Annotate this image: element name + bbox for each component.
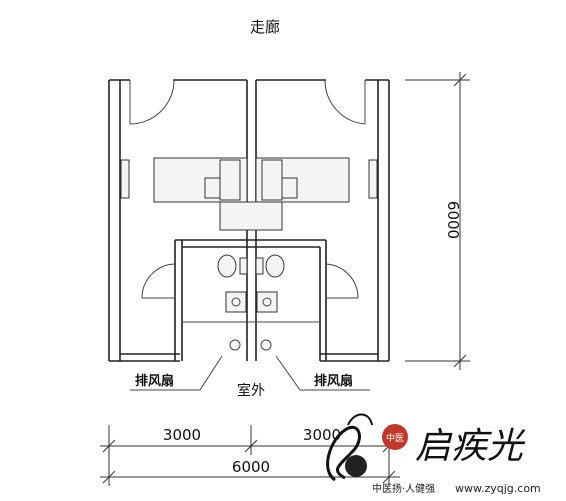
height-dimension-text: 6000: [444, 201, 462, 239]
wall-unit-left: [120, 159, 130, 199]
beds: [153, 157, 350, 231]
exhaust-fan-label-right: 排风扇: [314, 373, 353, 389]
watermark-brand: 启疾光: [415, 426, 526, 467]
outer-walls: [108, 79, 390, 362]
watermark-url: www.zyqjg.com: [455, 482, 541, 495]
width-left-text: 3000: [163, 426, 201, 444]
entry-doors: [129, 79, 366, 125]
width-total-text: 6000: [232, 458, 270, 476]
width-dimensions: [100, 425, 400, 486]
exhaust-fan-label-left: 排风扇: [135, 373, 174, 389]
watermark-tagline: 中医扬·人健强: [372, 482, 435, 495]
watermark-badge: [382, 424, 408, 450]
exhaust-fan-leaders: [130, 355, 370, 391]
watermark-logo: [326, 413, 373, 482]
outdoor-label: 室外: [237, 382, 265, 399]
height-dimension: [405, 72, 470, 370]
watermark-badge-text: 中医: [386, 432, 404, 444]
corridor-label: 走廊: [250, 18, 280, 36]
bathroom-block: [141, 239, 359, 361]
wall-unit-right: [368, 159, 378, 199]
width-right-text: 3000: [303, 426, 341, 444]
